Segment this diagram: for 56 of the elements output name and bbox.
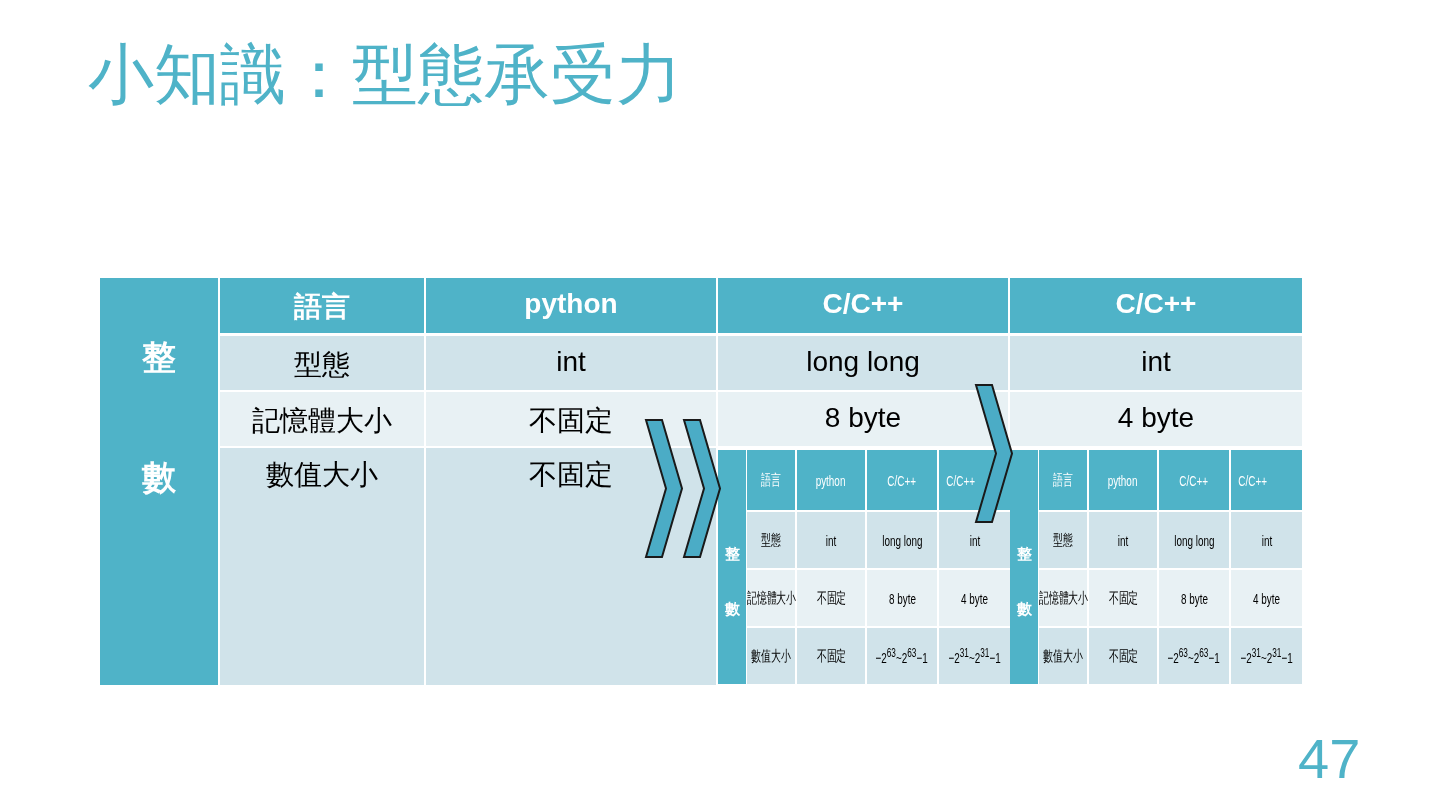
table-cell: int <box>1231 512 1302 568</box>
row-header-text: 數 <box>140 457 177 498</box>
table-picture <box>718 450 1010 686</box>
table-picture <box>1010 450 1302 686</box>
table-cell: 記憶體大小 <box>220 392 424 446</box>
table-cell: 不固定 <box>426 392 716 446</box>
chevron-arrow <box>644 419 722 558</box>
row-header-text: 數 <box>1015 600 1033 619</box>
table-cell: long long <box>718 336 1008 390</box>
header-cell: C/C++ <box>1159 450 1229 510</box>
table-cell: 數值大小 <box>220 448 424 685</box>
table-cell: 數值大小 <box>747 628 795 684</box>
table-cell: 不固定 <box>797 570 865 626</box>
table-cell: 型態 <box>1039 512 1087 568</box>
page-number: 47 <box>1298 726 1361 791</box>
table-cell: 型態 <box>747 512 795 568</box>
header-cell: python <box>1089 450 1157 510</box>
table-cell: long long <box>1159 512 1229 568</box>
table-cell: −2$^{63}$~2$^{63}$−1 <box>1159 628 1229 684</box>
header-cell: C/C++ <box>718 278 1008 333</box>
row-header-text: 整 <box>141 337 177 378</box>
header-cell: C/C++ <box>1010 278 1302 333</box>
table-cell: int <box>426 336 716 390</box>
table-cell: int <box>1010 336 1302 390</box>
header-cell: 語言 <box>220 278 424 333</box>
slide-title: 小知識：型態承受力 <box>88 36 682 113</box>
table-cell: 不固定 <box>797 628 865 684</box>
table-cell: 型態 <box>220 336 424 390</box>
table-cell: 4 byte <box>939 570 1010 626</box>
table-cell: 不固定 <box>1089 628 1157 684</box>
table-cell: int <box>1089 512 1157 568</box>
chevron-arrow <box>974 384 1014 523</box>
table-cell: 4 byte <box>1231 570 1302 626</box>
row-header-text: 整 <box>723 545 741 564</box>
table-cell: 4 byte <box>1010 392 1302 446</box>
table-cell: 8 byte <box>867 570 937 626</box>
table-cell: long long <box>867 512 937 568</box>
header-cell: python <box>797 450 865 510</box>
table-cell: 數值大小 <box>1039 628 1087 684</box>
table-cell: 不固定 <box>426 448 716 685</box>
header-cell: C/C++ <box>867 450 937 510</box>
table-cell: int <box>939 512 1010 568</box>
table-cell: 不固定 <box>1089 570 1157 626</box>
table-cell: 記憶體大小 <box>747 570 795 626</box>
table-cell: −2$^{31}$~2$^{31}$−1 <box>939 628 1010 684</box>
table-cell: 記憶體大小 <box>1039 570 1087 626</box>
table-cell: 8 byte <box>1159 570 1229 626</box>
header-cell: 語言 <box>747 450 795 510</box>
table-cell: −2$^{63}$~2$^{63}$−1 <box>867 628 937 684</box>
header-cell: C/C++ <box>1231 450 1302 510</box>
table-cell: −2$^{31}$~2$^{31}$−1 <box>1231 628 1302 684</box>
header-cell: 語言 <box>1039 450 1087 510</box>
row-header-text: 整 <box>1015 545 1033 564</box>
header-cell: python <box>426 278 716 333</box>
table-cell: int <box>797 512 865 568</box>
row-header-text: 數 <box>723 600 741 619</box>
